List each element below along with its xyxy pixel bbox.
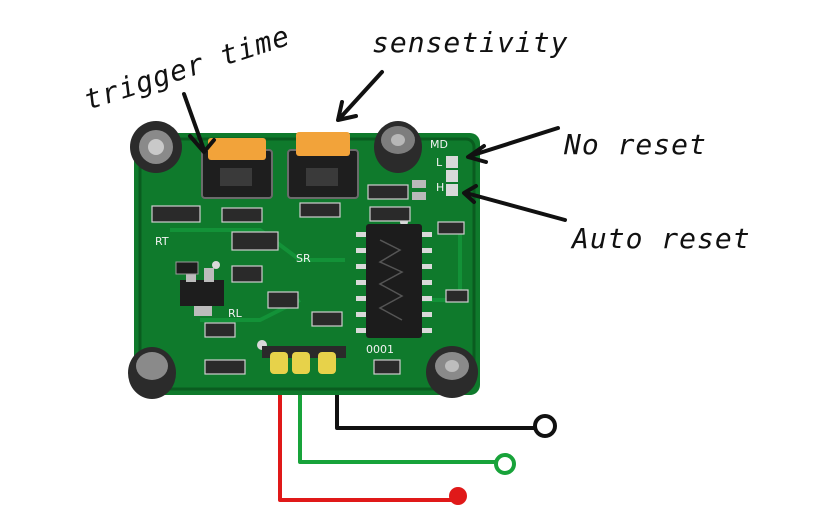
auto-reset-label: Auto reset <box>570 222 751 255</box>
capacitor-bottom-left <box>128 347 176 399</box>
annotation-arrows <box>182 70 567 222</box>
silk-sr: SR <box>296 252 311 265</box>
silkscreen-labels: RT SR RL MD L H 0001 <box>155 138 448 356</box>
auto-reset-arrow <box>462 184 567 222</box>
trigger-time-arrow <box>182 92 216 154</box>
red-wire <box>278 368 455 502</box>
no-reset-label: No reset <box>563 128 707 161</box>
trigger-time-trimmer <box>201 138 273 199</box>
silk-rt: RT <box>155 235 169 248</box>
green-wire <box>298 368 496 464</box>
header-pin-2 <box>292 352 310 374</box>
sensitivity-arrow <box>336 70 384 122</box>
silk-h: H <box>436 181 444 194</box>
green-wire-terminal <box>494 453 516 475</box>
silk-rl: RL <box>228 307 243 320</box>
ic-chip <box>356 224 432 338</box>
silk-l: L <box>436 156 443 169</box>
header-pin-3 <box>318 352 336 374</box>
sensitivity-trimmer <box>287 132 359 199</box>
header-pins <box>262 346 346 374</box>
smd-components <box>151 180 469 375</box>
red-wire-terminal <box>449 487 467 505</box>
sensitivity-label: sensetivity <box>372 26 568 59</box>
silk-md: MD <box>430 138 448 151</box>
black-wire-terminal <box>533 414 557 438</box>
voltage-regulator <box>180 268 224 316</box>
capacitor-top-right <box>374 121 422 173</box>
capacitor-top-left <box>130 121 182 173</box>
silk-chip-code: 0001 <box>366 343 394 356</box>
no-reset-arrow <box>466 126 560 164</box>
reset-jumper-pads <box>446 156 458 196</box>
header-pin-1 <box>270 352 288 374</box>
capacitors <box>128 121 478 399</box>
transistor <box>175 261 199 275</box>
capacitor-bottom-right <box>426 346 478 398</box>
